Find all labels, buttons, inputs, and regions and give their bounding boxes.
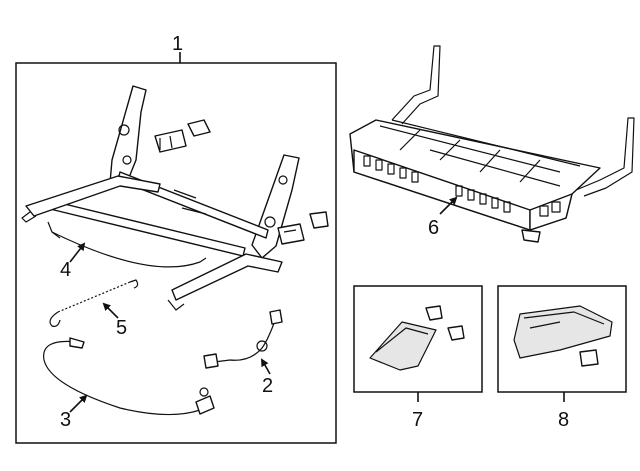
callout-7[interactable]: 7 — [412, 409, 423, 431]
callout-4-leader — [69, 242, 86, 263]
callout-1[interactable]: 1 — [172, 33, 183, 55]
seat-frame[interactable] — [21, 85, 329, 311]
callout-2[interactable]: 2 — [262, 375, 273, 397]
callout-3[interactable]: 3 — [60, 409, 71, 431]
wire-part-4[interactable] — [47, 221, 207, 268]
cable-part-3[interactable] — [43, 337, 215, 416]
handle-box — [497, 285, 627, 393]
group-box-8: 8 — [497, 285, 627, 431]
callout-5[interactable]: 5 — [116, 317, 127, 339]
harness-part-2[interactable] — [203, 309, 283, 369]
callout-2-leader — [261, 358, 271, 375]
frame-box — [15, 62, 337, 444]
group-box-1: 1 — [15, 33, 337, 444]
callout-6[interactable]: 6 — [428, 217, 439, 239]
callout-5-leader — [102, 302, 119, 319]
group-box-7: 7 — [353, 285, 483, 431]
handle-part-8[interactable] — [513, 305, 613, 367]
cover-part-7[interactable] — [369, 305, 465, 371]
callout-8[interactable]: 8 — [558, 409, 569, 431]
callout-6-leader — [439, 196, 458, 215]
spring-part-5[interactable] — [49, 279, 139, 327]
seat-tray-part-6[interactable] — [349, 45, 635, 243]
callout-3-leader — [69, 394, 88, 413]
callout-4[interactable]: 4 — [60, 259, 71, 281]
